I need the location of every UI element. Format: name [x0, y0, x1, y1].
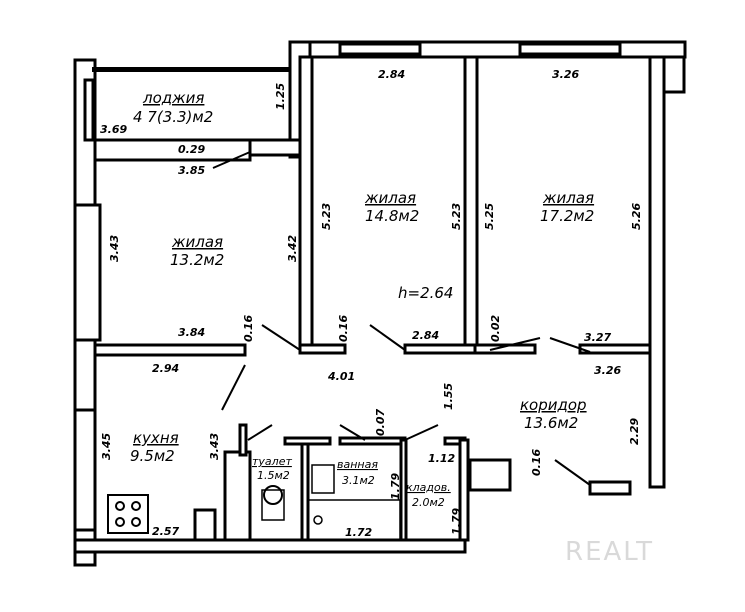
room-area-toilet: 1.5м2 [257, 469, 290, 482]
dim: 0.29 [178, 143, 205, 156]
dim: 1.25 [274, 83, 287, 110]
dim: 3.85 [178, 164, 205, 177]
dim: 5.26 [630, 203, 643, 230]
room-name-living3: жилая [542, 189, 594, 207]
stove-icon [107, 494, 149, 534]
fixtures [107, 464, 401, 541]
dim: 0.16 [242, 315, 255, 342]
dim: 3.26 [594, 364, 621, 377]
dim: 1.72 [345, 526, 372, 539]
room-name-bath: ванная [337, 458, 378, 471]
dim: 2.94 [152, 362, 179, 375]
room-area-living2: 14.8м2 [365, 207, 419, 225]
dim: 5.23 [450, 203, 463, 230]
dim: 3.84 [178, 326, 205, 339]
dim: 3.43 [208, 433, 221, 460]
dim: 0.02 [489, 315, 502, 342]
room-name-loggia: лоджия [142, 89, 204, 107]
room-area-loggia: 4 7(3.3)м2 [133, 108, 213, 126]
dim: 1.55 [442, 383, 455, 410]
dim: 3.69 [100, 123, 127, 136]
dim: 2.29 [628, 418, 641, 445]
dim: 1.12 [428, 452, 455, 465]
dim: 3.43 [108, 235, 121, 262]
room-area-living1: 13.2м2 [170, 251, 224, 269]
watermark-logo: REALT [565, 537, 654, 567]
room-area-living3: 17.2м2 [540, 207, 594, 225]
ceiling-height: h=2.64 [398, 284, 453, 302]
dim: 3.27 [584, 331, 611, 344]
dim: 5.23 [320, 203, 333, 230]
room-name-storage: кладов. [406, 481, 451, 494]
bathtub-icon [307, 499, 401, 541]
room-name-living2: жилая [364, 189, 416, 207]
dimensions: 3.69 1.25 0.29 3.85 3.43 3.42 3.84 0.16 … [100, 68, 643, 539]
dim: 3.26 [552, 68, 579, 81]
sink-icon [311, 464, 335, 494]
dim: 3.45 [100, 433, 113, 460]
dim: 2.84 [378, 68, 405, 81]
dim: 0.16 [530, 449, 543, 476]
dim: 4.01 [327, 370, 355, 383]
room-name-kitchen: кухня [133, 429, 179, 447]
dim: 2.84 [412, 329, 439, 342]
room-name-toilet: туалет [252, 455, 292, 468]
dim: 3.42 [286, 235, 299, 262]
dim: 1.79 [450, 508, 463, 535]
door-swings [212, 151, 591, 486]
dim: 1.79 [389, 473, 402, 500]
room-area-corridor: 13.6м2 [524, 414, 578, 432]
room-area-storage: 2.0м2 [412, 496, 445, 509]
toilet-icon [263, 485, 283, 505]
walls [73, 40, 687, 567]
dim: 5.25 [483, 203, 496, 230]
room-name-corridor: коридор [520, 396, 587, 414]
room-area-kitchen: 9.5м2 [130, 447, 175, 465]
dim: 0.07 [374, 409, 387, 436]
room-area-bath: 3.1м2 [342, 474, 375, 487]
dim: 0.16 [337, 315, 350, 342]
dim: 2.57 [152, 525, 179, 538]
room-name-living1: жилая [171, 233, 223, 251]
